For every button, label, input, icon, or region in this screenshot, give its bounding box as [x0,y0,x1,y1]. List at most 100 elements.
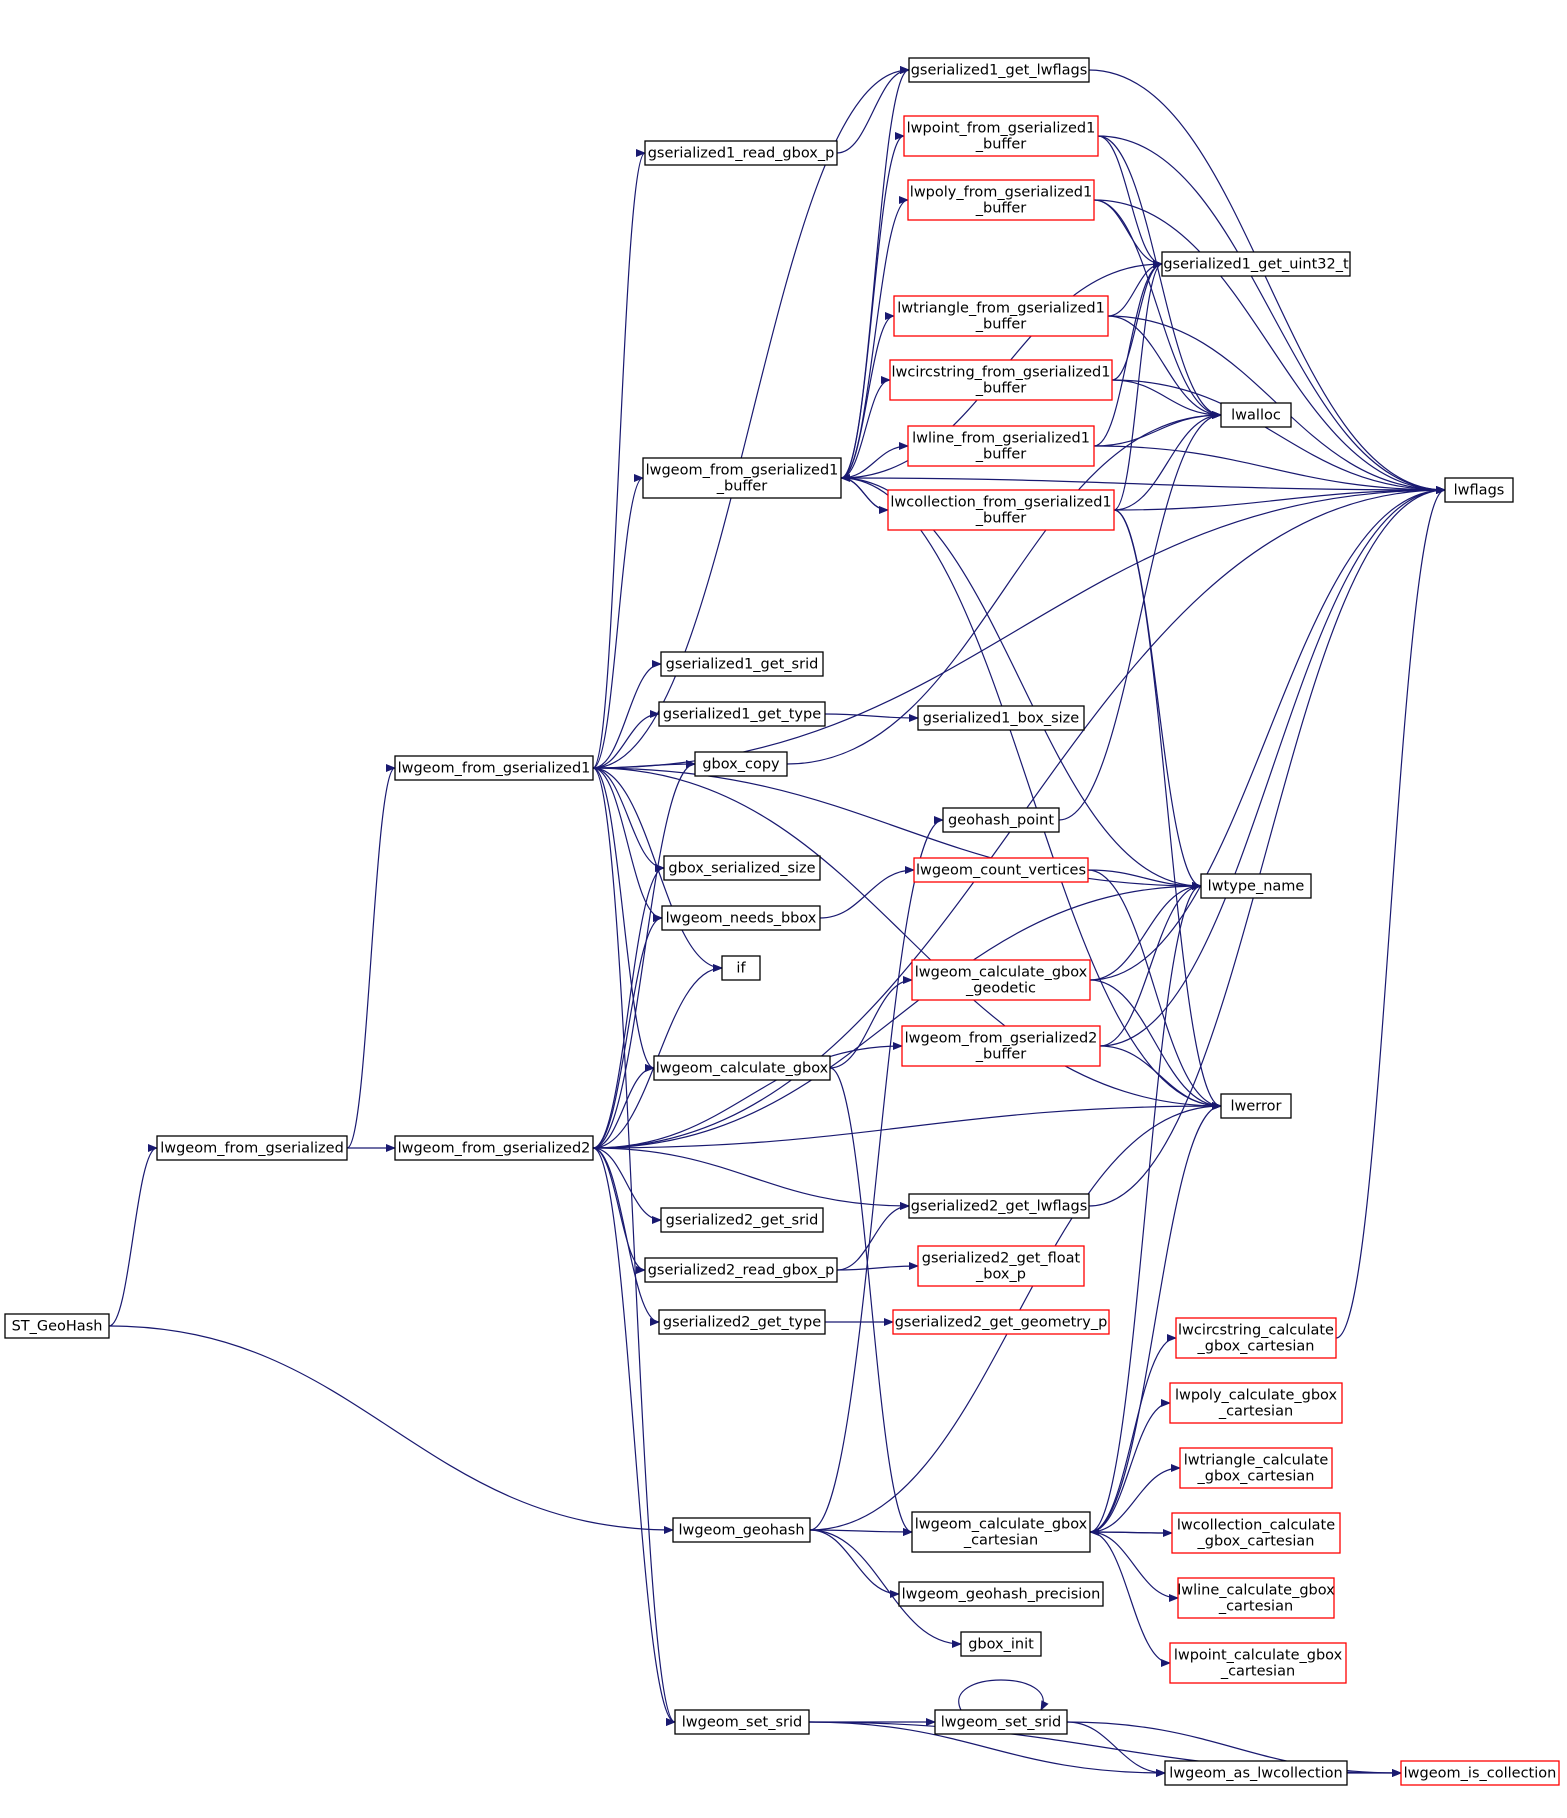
node-geohash-point[interactable]: geohash_point [942,807,1060,833]
node-label: lwgeom_as_lwcollection [1169,1766,1342,1782]
edge-lwgeom_from_gserialized1-to-lwerror [592,767,1222,1110]
node-lwgeom-calculate-gbox[interactable]: lwgeom_calculate_gbox [653,1055,831,1081]
node-label: gserialized2_get_type [663,1315,821,1331]
node-gserialized2-get-geometry-p[interactable]: gserialized2_get_geometry_p [892,1309,1110,1335]
node-gserialized1-get-type[interactable]: gserialized1_get_type [658,701,826,727]
node-lwtriangle-from-gserialized1-buffer[interactable]: lwtriangle_from_gserialized1_buffer [893,295,1109,337]
node-gserialized1-get-lwflags[interactable]: gserialized1_get_lwflags [908,57,1090,83]
node-label: lwgeom_from_gserialized2 [398,1141,591,1157]
node-box [893,295,1109,337]
node-box [1179,1447,1333,1489]
node-lwtype-name[interactable]: lwtype_name [1200,873,1312,899]
node-lwpoly-calculate-gbox-cartesian[interactable]: lwpoly_calculate_gbox_cartesian [1169,1382,1343,1424]
edge-lwgeom_from_gserialized1-to-gserialized1_get_type [592,710,660,769]
node-label: if [736,961,746,977]
node-gserialized1-read-gbox-p[interactable]: gserialized1_read_gbox_p [644,140,838,166]
edge-lwpoint_from_gserialized1_buffer-to-gserialized1_get_uint32_t [1097,135,1163,268]
node-label: lwerror [1231,1099,1282,1115]
node-lwline-from-gserialized1-buffer[interactable]: lwline_from_gserialized1_buffer [907,425,1095,467]
node-box [1220,402,1292,428]
edge-lwgeom_count_vertices-to-lwerror [1087,869,1222,1110]
node-box [394,1135,594,1161]
node-gserialized2-get-type[interactable]: gserialized2_get_type [658,1309,826,1335]
node-if[interactable]: if [721,955,761,981]
node-lwline-calculate-gbox-cartesian[interactable]: lwline_calculate_gbox_cartesian [1177,1577,1335,1619]
node-lwgeom-from-gserialized1-buffer[interactable]: lwgeom_from_gserialized1_buffer [642,457,842,499]
node-lwpoly-from-gserialized1-buffer[interactable]: lwpoly_from_gserialized1_buffer [907,179,1095,221]
edge-lwpoint_from_gserialized1_buffer-to-lwalloc [1097,135,1222,419]
edge-lwcollection_from_gserialized1_buffer-to-lwerror [1113,509,1222,1110]
edge-lwgeom_calculate_gbox_cartesian-to-lwerror [1089,1102,1222,1533]
node-label: lwgeom_needs_bbox [666,911,817,927]
node-lwerror[interactable]: lwerror [1220,1093,1292,1119]
node-lwgeom-as-lwcollection[interactable]: lwgeom_as_lwcollection [1164,1760,1348,1786]
node-lwcollection-calculate-gbox-cartesian[interactable]: lwcollection_calculate_gbox_cartesian [1171,1512,1341,1554]
node-box [908,57,1090,83]
node-lwgeom-set-srid-a[interactable]: lwgeom_set_srid [674,1709,810,1735]
node-label: _geodetic [965,981,1036,997]
node-lwgeom-from-gserialized[interactable]: lwgeom_from_gserialized [156,1135,348,1161]
node-lwgeom-needs-bbox[interactable]: lwgeom_needs_bbox [661,905,821,931]
node-label: lwgeom_is_collection [1404,1766,1557,1782]
node-lwpoint-from-gserialized1-buffer[interactable]: lwpoint_from_gserialized1_buffer [903,115,1099,157]
node-lwgeom-from-gserialized2[interactable]: lwgeom_from_gserialized2 [394,1135,594,1161]
edge-gserialized2_read_gbox_p-to-gserialized2_get_lwflags [836,1202,910,1271]
node-lwtriangle-calculate-gbox-cartesian[interactable]: lwtriangle_calculate_gbox_cartesian [1179,1447,1333,1489]
node-lwalloc[interactable]: lwalloc [1220,402,1292,428]
edge-lwcollection_from_gserialized1_buffer-to-lwflags [1113,486,1446,511]
node-gserialized2-get-float-box-p[interactable]: gserialized2_get_float_box_p [917,1245,1085,1287]
edge-lwgeom_count_vertices-to-lwtype_name [1087,869,1202,890]
node-gserialized2-get-srid[interactable]: gserialized2_get_srid [660,1207,824,1233]
node-lwgeom-is-collection[interactable]: lwgeom_is_collection [1400,1760,1560,1786]
node-lwcollection-from-gserialized1-buffer[interactable]: lwcollection_from_gserialized1_buffer [887,489,1115,531]
node-lwflags[interactable]: lwflags [1444,477,1514,503]
node-box [1200,873,1312,899]
node-gserialized2-read-gbox-p[interactable]: gserialized2_read_gbox_p [644,1257,838,1283]
edge-lwcollection_from_gserialized1_buffer-to-gserialized1_get_uint32_t [1113,260,1163,511]
node-label: _gbox_cartesian [1197,1339,1315,1355]
node-label: lwtype_name [1208,879,1305,895]
edge-lwgeom_from_gserialized2-to-lwerror [592,1102,1222,1149]
node-lwgeom-from-gserialized2-buffer[interactable]: lwgeom_from_gserialized2_buffer [901,1025,1101,1067]
node-box [663,855,821,881]
node-lwcircstring-from-gserialized1-buffer[interactable]: lwcircstring_from_gserialized1_buffer [889,359,1113,401]
node-lwgeom-geohash[interactable]: lwgeom_geohash [672,1517,811,1543]
edge-lwline_from_gserialized1_buffer-to-gserialized1_get_uint32_t [1093,260,1163,447]
node-label: lwgeom_from_gserialized [160,1141,344,1157]
edge-lwgeom_calculate_gbox_cartesian-to-lwtype_name [1089,882,1202,1533]
node-lwgeom-set-srid-b[interactable]: lwgeom_set_srid [934,1709,1068,1735]
edge-lwgeom_from_gserialized2-to-gserialized2_read_gbox_p [592,1147,646,1274]
node-gbox-serialized-size[interactable]: gbox_serialized_size [663,855,821,881]
node-lwgeom-count-vertices[interactable]: lwgeom_count_vertices [913,857,1089,883]
edge-lwgeom_from_gserialized2-to-gserialized2_get_srid [592,1147,662,1224]
node-label: lwalloc [1231,408,1281,424]
node-label: gbox_init [968,1637,1034,1653]
node-lwpoint-calculate-gbox-cartesian[interactable]: lwpoint_calculate_gbox_cartesian [1169,1642,1347,1684]
node-lwgeom-geohash-precision[interactable]: lwgeom_geohash_precision [898,1581,1104,1607]
edge-lwcollection_from_gserialized1_buffer-to-lwtype_name [1113,509,1202,890]
edge-lwpoly_from_gserialized1_buffer-to-gserialized1_get_uint32_t [1093,199,1163,268]
node-lwgeom-calculate-gbox-cartesian[interactable]: lwgeom_calculate_gbox_cartesian [911,1511,1091,1553]
node-gbox-init[interactable]: gbox_init [960,1631,1042,1657]
node-box [721,955,761,981]
node-label: gserialized2_read_gbox_p [648,1263,835,1279]
edge-lwcircstring_from_gserialized1_buffer-to-lwflags [1111,379,1446,494]
node-gserialized1-box-size[interactable]: gserialized1_box_size [917,705,1085,731]
node-lwcircstring-calculate-gbox-cartesian[interactable]: lwcircstring_calculate_gbox_cartesian [1175,1317,1337,1359]
edge-gserialized2_read_gbox_p-to-gserialized2_get_float_box_p [836,1262,919,1271]
node-st-geohash[interactable]: ST_GeoHash [4,1313,110,1339]
node-gbox-copy[interactable]: gbox_copy [694,751,788,777]
node-label: gserialized1_get_uint32_t [1163,257,1349,273]
node-gserialized2-get-lwflags[interactable]: gserialized2_get_lwflags [908,1193,1090,1219]
edge-lwgeom_from_gserialized1-to-gserialized1_read_gbox_p [592,149,646,769]
node-gserialized1-get-srid[interactable]: gserialized1_get_srid [660,651,824,677]
edge-lwgeom_from_gserialized2-to-gserialized2_get_lwflags [592,1147,910,1210]
edge-lwgeom_from_gserialized2-to-gserialized2_get_type [592,1147,660,1326]
node-label: _cartesian [1218,1599,1293,1615]
node-label: geohash_point [948,813,1054,829]
node-gserialized1-get-uint32-t[interactable]: gserialized1_get_uint32_t [1161,251,1351,277]
edge-st_geohash-to-lwgeom_from_gserialized [108,1144,158,1327]
node-lwgeom-from-gserialized1[interactable]: lwgeom_from_gserialized1 [394,755,594,781]
node-lwgeom-calculate-gbox-geodetic[interactable]: lwgeom_calculate_gbox_geodetic [911,959,1091,1001]
